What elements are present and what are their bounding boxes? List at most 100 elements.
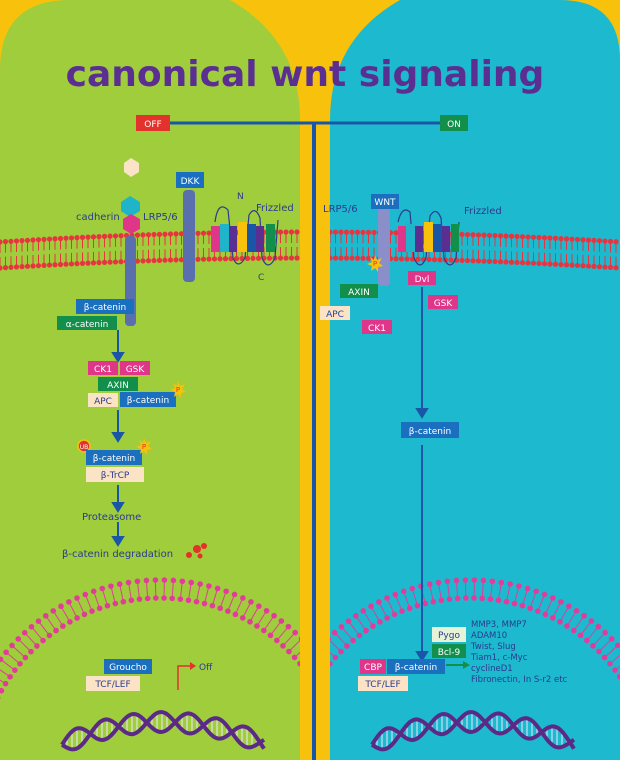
nuclear-lipid-head — [414, 602, 421, 609]
lipid-head — [552, 261, 559, 267]
nuclear-lipid-tail — [566, 610, 578, 627]
lipid-head — [591, 237, 597, 243]
off-switch-box — [136, 115, 170, 131]
degradation-label: β-catenin degradation — [62, 549, 173, 560]
lipid-head — [514, 233, 520, 240]
nuclear-lipid-head — [590, 643, 596, 649]
btrcp-box — [86, 467, 144, 482]
nuclear-lipid-tail — [24, 632, 38, 647]
btrcp-label: β-TrCP — [101, 471, 130, 481]
target-gene: Tiam1, c-Myc — [470, 653, 528, 663]
lipid-head — [162, 257, 168, 263]
lipid-head — [118, 233, 124, 239]
lipid-head — [46, 236, 53, 242]
lipid-head — [195, 230, 201, 236]
nuclear-lipid-tail — [128, 582, 132, 601]
lipid-head — [530, 234, 537, 240]
lipid-head — [558, 235, 564, 242]
nuclear-lipid-tail — [370, 605, 381, 623]
lipid-head — [277, 255, 284, 261]
lipid-head — [294, 255, 300, 261]
on-lrp-receptor — [378, 206, 390, 286]
lipid-head — [552, 235, 559, 241]
nuclear-lipid-tail — [355, 615, 367, 631]
lipid-head — [52, 262, 58, 268]
nuclear-lipid-tail — [580, 620, 592, 636]
off-apc-box — [88, 393, 118, 407]
lipid-head — [173, 231, 179, 237]
nuclear-lipid-tail — [45, 615, 57, 631]
ub-label: UB — [80, 444, 89, 451]
nuclear-lipid-tail — [31, 626, 44, 641]
lipid-head — [541, 235, 548, 241]
lipid-head — [475, 258, 482, 264]
dna-strand — [60, 711, 266, 750]
nuclear-lipid-tail — [0, 658, 16, 671]
dkk-box — [176, 172, 204, 188]
lipid-head — [497, 233, 504, 239]
lipid-head — [558, 261, 564, 268]
nuclear-lipid-head — [612, 667, 618, 673]
lipid-head — [85, 234, 91, 240]
nuclear-lipid-tail — [270, 620, 282, 636]
lipid-head — [371, 229, 377, 236]
on-phospho-label: P — [373, 260, 377, 268]
lipid-head — [525, 234, 531, 240]
lipid-head — [580, 263, 586, 269]
nuclear-lipid-tail — [489, 581, 493, 600]
lipid-head — [13, 264, 20, 270]
nuclear-lipid-head — [297, 660, 300, 667]
on-tcf-box — [358, 676, 408, 691]
lipid-head — [30, 237, 36, 243]
lipid-head — [228, 256, 234, 262]
cbp-label: CBP — [364, 663, 382, 673]
nuclear-lipid-head — [46, 632, 53, 639]
lipid-head — [486, 258, 493, 264]
on-transcription-arrowhead — [463, 661, 470, 669]
lipid-head — [200, 256, 207, 262]
lipid-head — [200, 230, 207, 236]
lipid-head — [470, 232, 476, 238]
nuclear-lipid-tail — [348, 620, 360, 636]
nuclear-lipid-head — [185, 597, 192, 604]
nuclear-lipid-head — [487, 596, 494, 602]
nuclear-lipid-tail — [586, 626, 599, 641]
cadherin-hexagon-pink — [123, 214, 140, 234]
nuclear-lipid-head — [607, 660, 613, 667]
nuclear-lipid-head — [7, 674, 13, 680]
cbp-box — [360, 659, 386, 674]
nuclear-lipid-head — [144, 595, 151, 602]
nuclear-lipid-head — [40, 637, 46, 644]
nuclear-lipid-tail — [411, 588, 418, 606]
nuclear-lipid-tail — [446, 581, 450, 600]
nuclear-lipid-tail — [110, 585, 116, 604]
nuclear-lipid-head — [596, 648, 602, 655]
lipid-head — [519, 260, 526, 266]
lipid-head — [57, 235, 64, 242]
lipid-head — [330, 229, 333, 235]
nuclear-lipid-tail — [403, 591, 411, 609]
nuclear-lipid-head — [153, 595, 159, 601]
lipid-head — [437, 257, 443, 263]
off-phospho-burst-1 — [170, 381, 186, 398]
nuclear-lipid-tail — [341, 626, 354, 641]
lipid-head — [338, 255, 344, 261]
degradation-fragments — [186, 543, 207, 559]
cadherin-hexagon-teal — [121, 196, 140, 217]
nuclear-lipid-tail — [136, 581, 140, 600]
nuclear-lipid-head — [377, 619, 383, 625]
nuclear-lipid-head — [34, 643, 40, 649]
lipid-head — [354, 229, 361, 235]
lipid-head — [481, 232, 487, 238]
nuclear-lipid-head — [584, 637, 590, 644]
nuclear-lipid-tail — [145, 580, 149, 599]
nuclear-lipid-head — [239, 615, 246, 621]
nuclear-lipid-tail — [263, 615, 275, 631]
off-ck1-label: CK1 — [94, 365, 112, 375]
nuclear-lipid-head — [601, 654, 608, 661]
lipid-head — [503, 259, 509, 265]
nuclear-lipid-head — [22, 654, 29, 661]
lipid-head — [63, 261, 69, 267]
alpha-catenin-label: α-catenin — [66, 320, 109, 330]
nuclear-lipid-head — [291, 654, 298, 661]
